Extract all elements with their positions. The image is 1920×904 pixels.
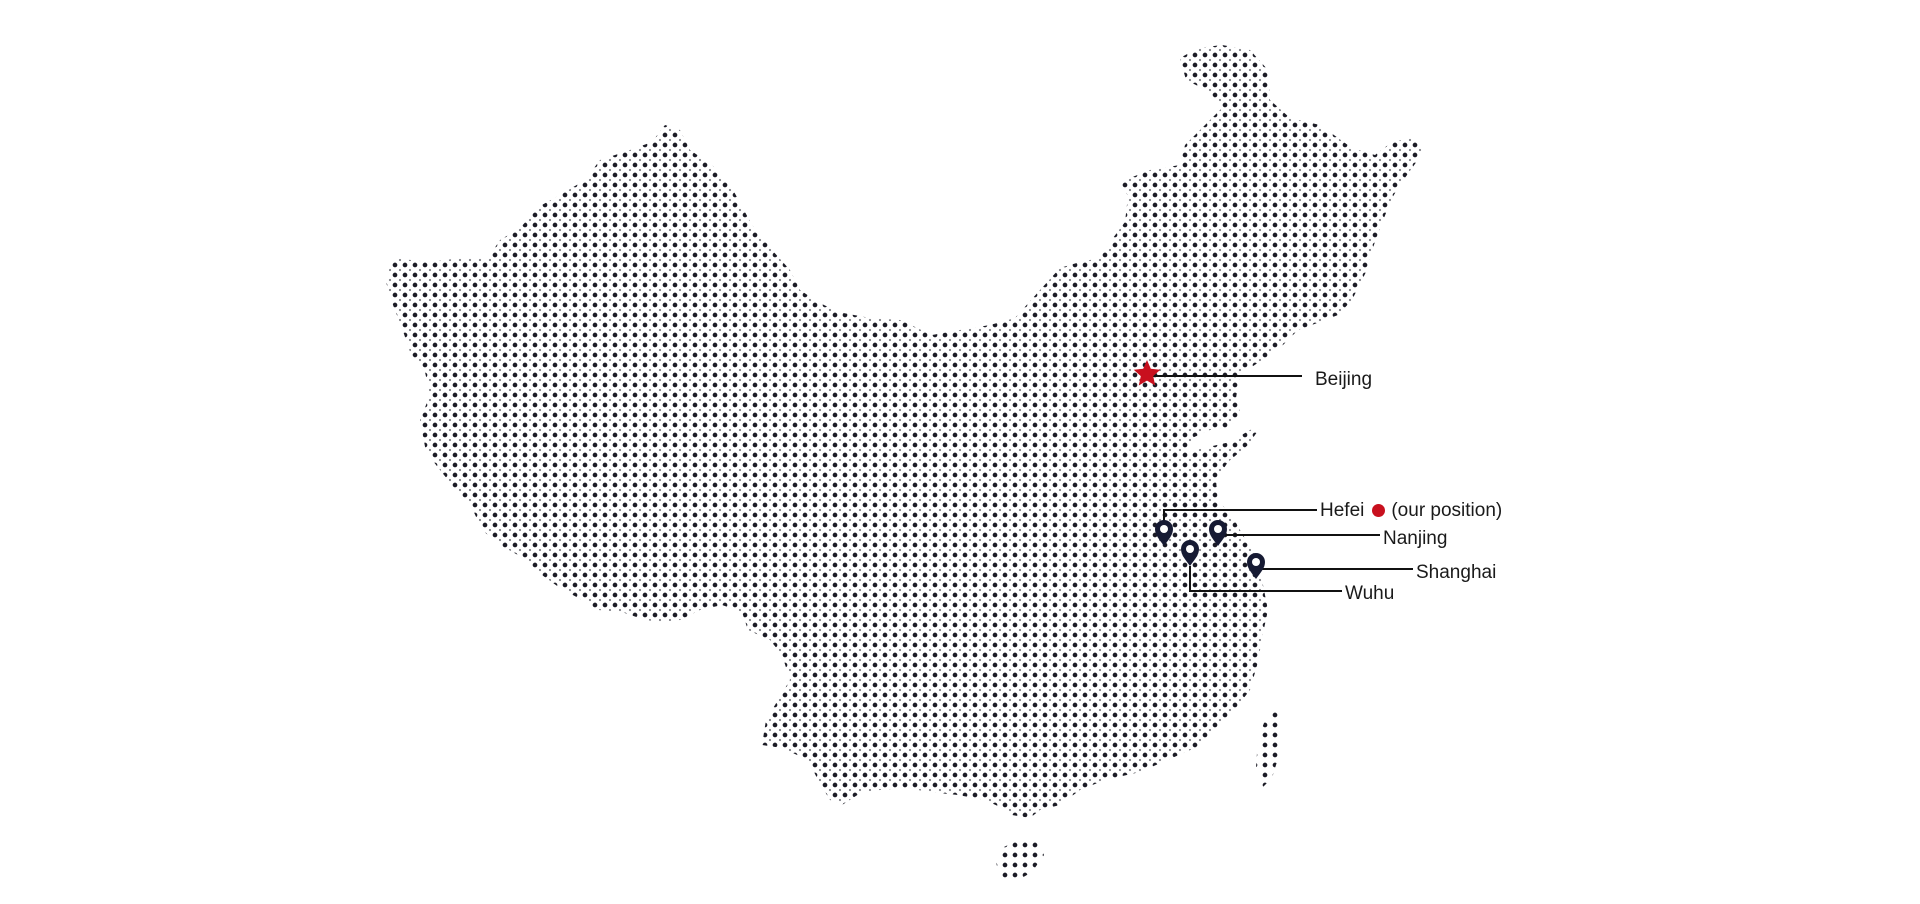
- wuhu-leader-line: [1189, 566, 1342, 592]
- mainland-china: [386, 45, 1425, 818]
- wuhu-map-pin-icon[interactable]: [1181, 540, 1199, 566]
- our-position-dot-icon: [1372, 504, 1386, 517]
- nanjing-label: Nanjing: [1383, 529, 1447, 548]
- hefei-label: Hefei (our position): [1320, 501, 1502, 520]
- wuhu-label: Wuhu: [1345, 584, 1394, 603]
- wuhu-label-text: Wuhu: [1345, 583, 1395, 604]
- shanghai-label: Shanghai: [1416, 563, 1496, 582]
- capital-star-icon: [1133, 360, 1161, 386]
- shanghai-label-text: Shanghai: [1416, 562, 1497, 583]
- hefei-label-text: Hefei: [1320, 500, 1365, 521]
- hefei-map-pin-icon[interactable]: [1155, 520, 1173, 546]
- beijing-label: Beijing: [1315, 370, 1372, 389]
- hainan-island: [996, 840, 1044, 882]
- nanjing-map-pin-icon[interactable]: [1209, 520, 1227, 546]
- our-position-note: (our position): [1391, 500, 1503, 521]
- beijing-label-text: Beijing: [1315, 369, 1373, 390]
- nanjing-label-text: Nanjing: [1383, 528, 1448, 549]
- shanghai-map-pin-icon[interactable]: [1247, 553, 1265, 579]
- taiwan-island: [1256, 708, 1282, 788]
